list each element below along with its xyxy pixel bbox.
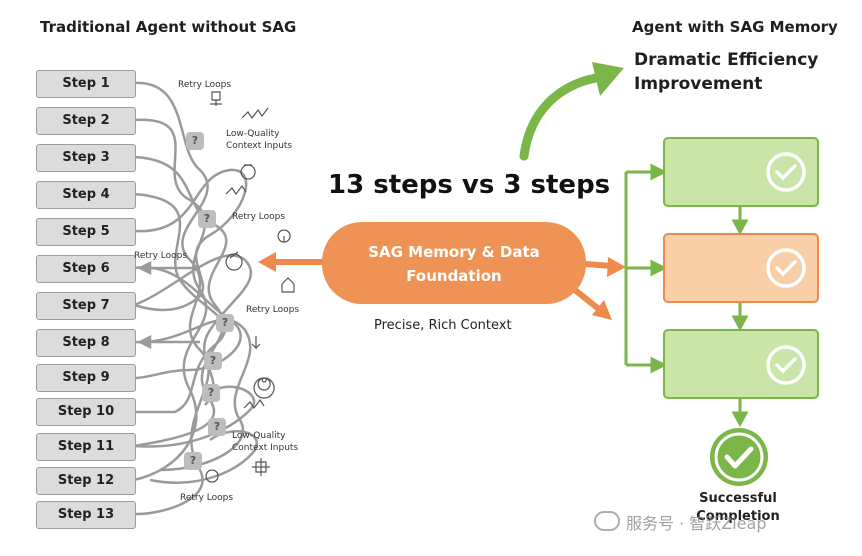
step-box: Step 10 — [36, 398, 136, 426]
step-box: Step 4 — [36, 181, 136, 209]
sag-step-2 — [663, 233, 819, 303]
check-icons — [766, 152, 806, 385]
question-icon: ? — [186, 132, 204, 150]
check-icon — [766, 152, 806, 192]
check-icon — [766, 345, 806, 385]
step-box: Step 7 — [36, 292, 136, 320]
step-box: Step 3 — [36, 144, 136, 172]
question-icon: ? — [184, 452, 202, 470]
question-icon: ? — [216, 314, 234, 332]
watermark: 服务号 · 智跃Zleap — [594, 510, 766, 534]
sag-step-1 — [663, 137, 819, 207]
efficiency-arrow — [519, 62, 624, 161]
back-arrows — [137, 260, 200, 350]
question-icon: ? — [204, 352, 222, 370]
note-low-quality: Low-Quality Context Inputs — [226, 129, 293, 151]
wechat-icon — [594, 511, 620, 531]
step-box: Step 5 — [36, 218, 136, 246]
question-icon: ? — [198, 210, 216, 228]
note-retry-loops: Retry Loops — [246, 305, 300, 315]
left-title: Traditional Agent without SAG — [40, 18, 297, 36]
tangled-loops — [133, 81, 258, 516]
note-retry-loops: Retry Loops — [232, 212, 286, 222]
question-icon: ? — [208, 418, 226, 436]
watermark-text: 服务号 · 智跃Zleap — [626, 514, 767, 533]
improvement-label: Dramatic Efficiency Improvement — [634, 50, 819, 94]
note-low-quality: Low-Quality Context Inputs — [232, 431, 299, 453]
question-icon: ? — [202, 384, 220, 402]
context-caption: Precise, Rich Context — [374, 318, 512, 333]
headline: 13 steps vs 3 steps — [328, 170, 611, 200]
flow-connectors — [624, 163, 749, 428]
hub-label: SAG Memory & Data Foundation — [368, 243, 540, 285]
completion-label: Successful Completion — [696, 491, 780, 524]
completion-check-icon — [710, 428, 768, 486]
sag-hub — [322, 222, 586, 304]
step-box: Step 2 — [36, 107, 136, 135]
right-title: Agent with SAG Memory — [632, 18, 838, 36]
step-box: Step 13 — [36, 501, 136, 529]
note-retry-loops: Retry Loops — [180, 493, 234, 503]
noise-glyphs — [205, 91, 295, 483]
check-icon — [766, 248, 806, 288]
step-box: Step 9 — [36, 364, 136, 392]
note-retry-loops: Retry Loops — [134, 251, 188, 261]
step-box: Step 12 — [36, 467, 136, 495]
step-box: Step 1 — [36, 70, 136, 98]
sag-step-3 — [663, 329, 819, 399]
note-retry-loops: Retry Loops — [178, 80, 232, 90]
step-box: Step 11 — [36, 433, 136, 461]
step-box: Step 8 — [36, 329, 136, 357]
step-box: Step 6 — [36, 255, 136, 283]
